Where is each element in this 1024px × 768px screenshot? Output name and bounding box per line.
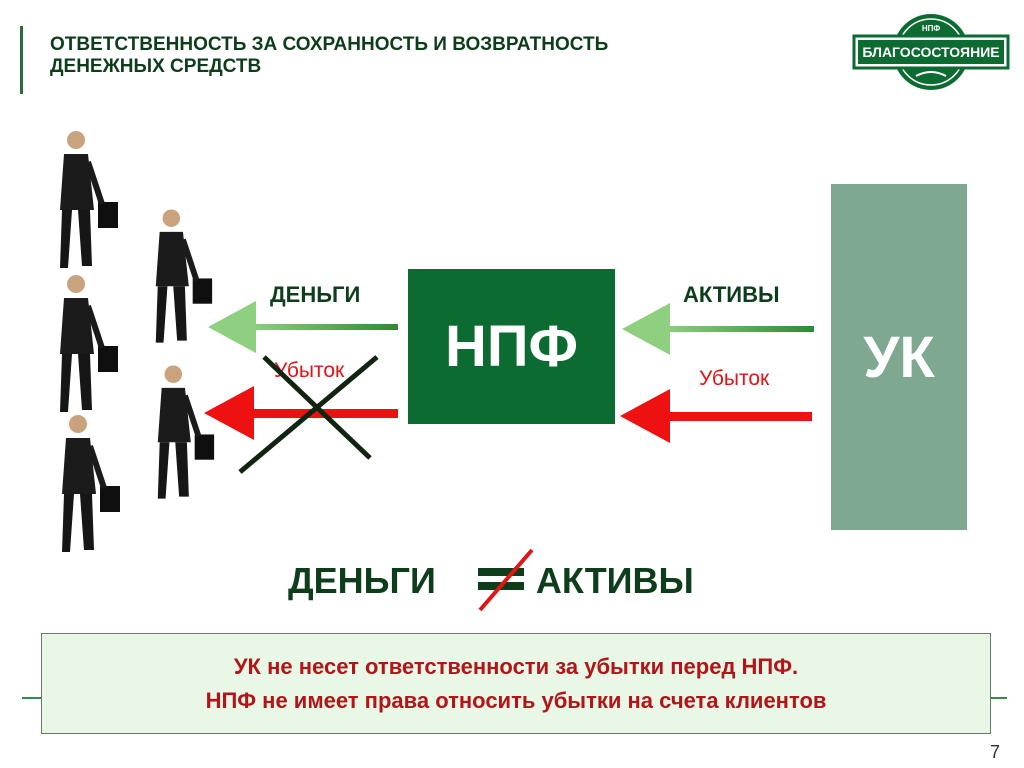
assets-label: АКТИВЫ xyxy=(683,282,780,307)
businessman-icon xyxy=(62,415,120,552)
equation-left: ДЕНЬГИ xyxy=(288,560,436,601)
note-line-2: НПФ не имеет права относить убытки на сч… xyxy=(205,687,827,713)
equation-row: ДЕНЬГИ АКТИВЫ xyxy=(288,560,694,602)
slide-title-line-1: ОТВЕТСТВЕННОСТЬ ЗА СОХРАННОСТЬ И ВОЗВРАТ… xyxy=(50,34,609,55)
green-arrow-left-icon xyxy=(208,301,398,353)
businessman-icon xyxy=(60,275,118,412)
loss-label-left: Убыток xyxy=(274,359,345,382)
page-number: 7 xyxy=(990,742,1001,762)
logo-top-text: НПФ xyxy=(922,24,941,33)
businessman-icon xyxy=(157,365,215,499)
businessman-icon xyxy=(60,131,118,268)
slide-title: ОТВЕТСТВЕННОСТЬ ЗА СОХРАННОСТЬ И ВОЗВРАТ… xyxy=(50,34,730,78)
uk-box: УК xyxy=(831,184,967,530)
red-arrow-right-icon xyxy=(620,389,812,443)
note-box: УК не несет ответственности за убытки пе… xyxy=(41,633,991,734)
note-line-1: УК не несет ответственности за убытки пе… xyxy=(233,653,799,679)
slide-title-line-2: ДЕНЕЖНЫХ СРЕДСТВ xyxy=(50,56,262,77)
npf-box-label: НПФ xyxy=(444,314,579,379)
uk-box-label: УК xyxy=(863,324,935,390)
header-accent-line xyxy=(20,26,23,94)
npf-box: НПФ xyxy=(408,269,615,424)
cross-out-icon xyxy=(238,355,379,474)
logo-name: БЛАГОСОСТОЯНИЕ xyxy=(862,44,999,60)
money-label: ДЕНЬГИ xyxy=(270,282,361,307)
loss-label-right: Убыток xyxy=(699,367,770,390)
equation-right: АКТИВЫ xyxy=(535,560,694,601)
npf-logo-icon: БЛАГОСОСТОЯНИЕ НПФ xyxy=(852,14,1010,90)
businessman-icon xyxy=(155,209,213,343)
not-equal-icon xyxy=(478,548,534,612)
green-arrow-right-icon xyxy=(622,303,814,355)
